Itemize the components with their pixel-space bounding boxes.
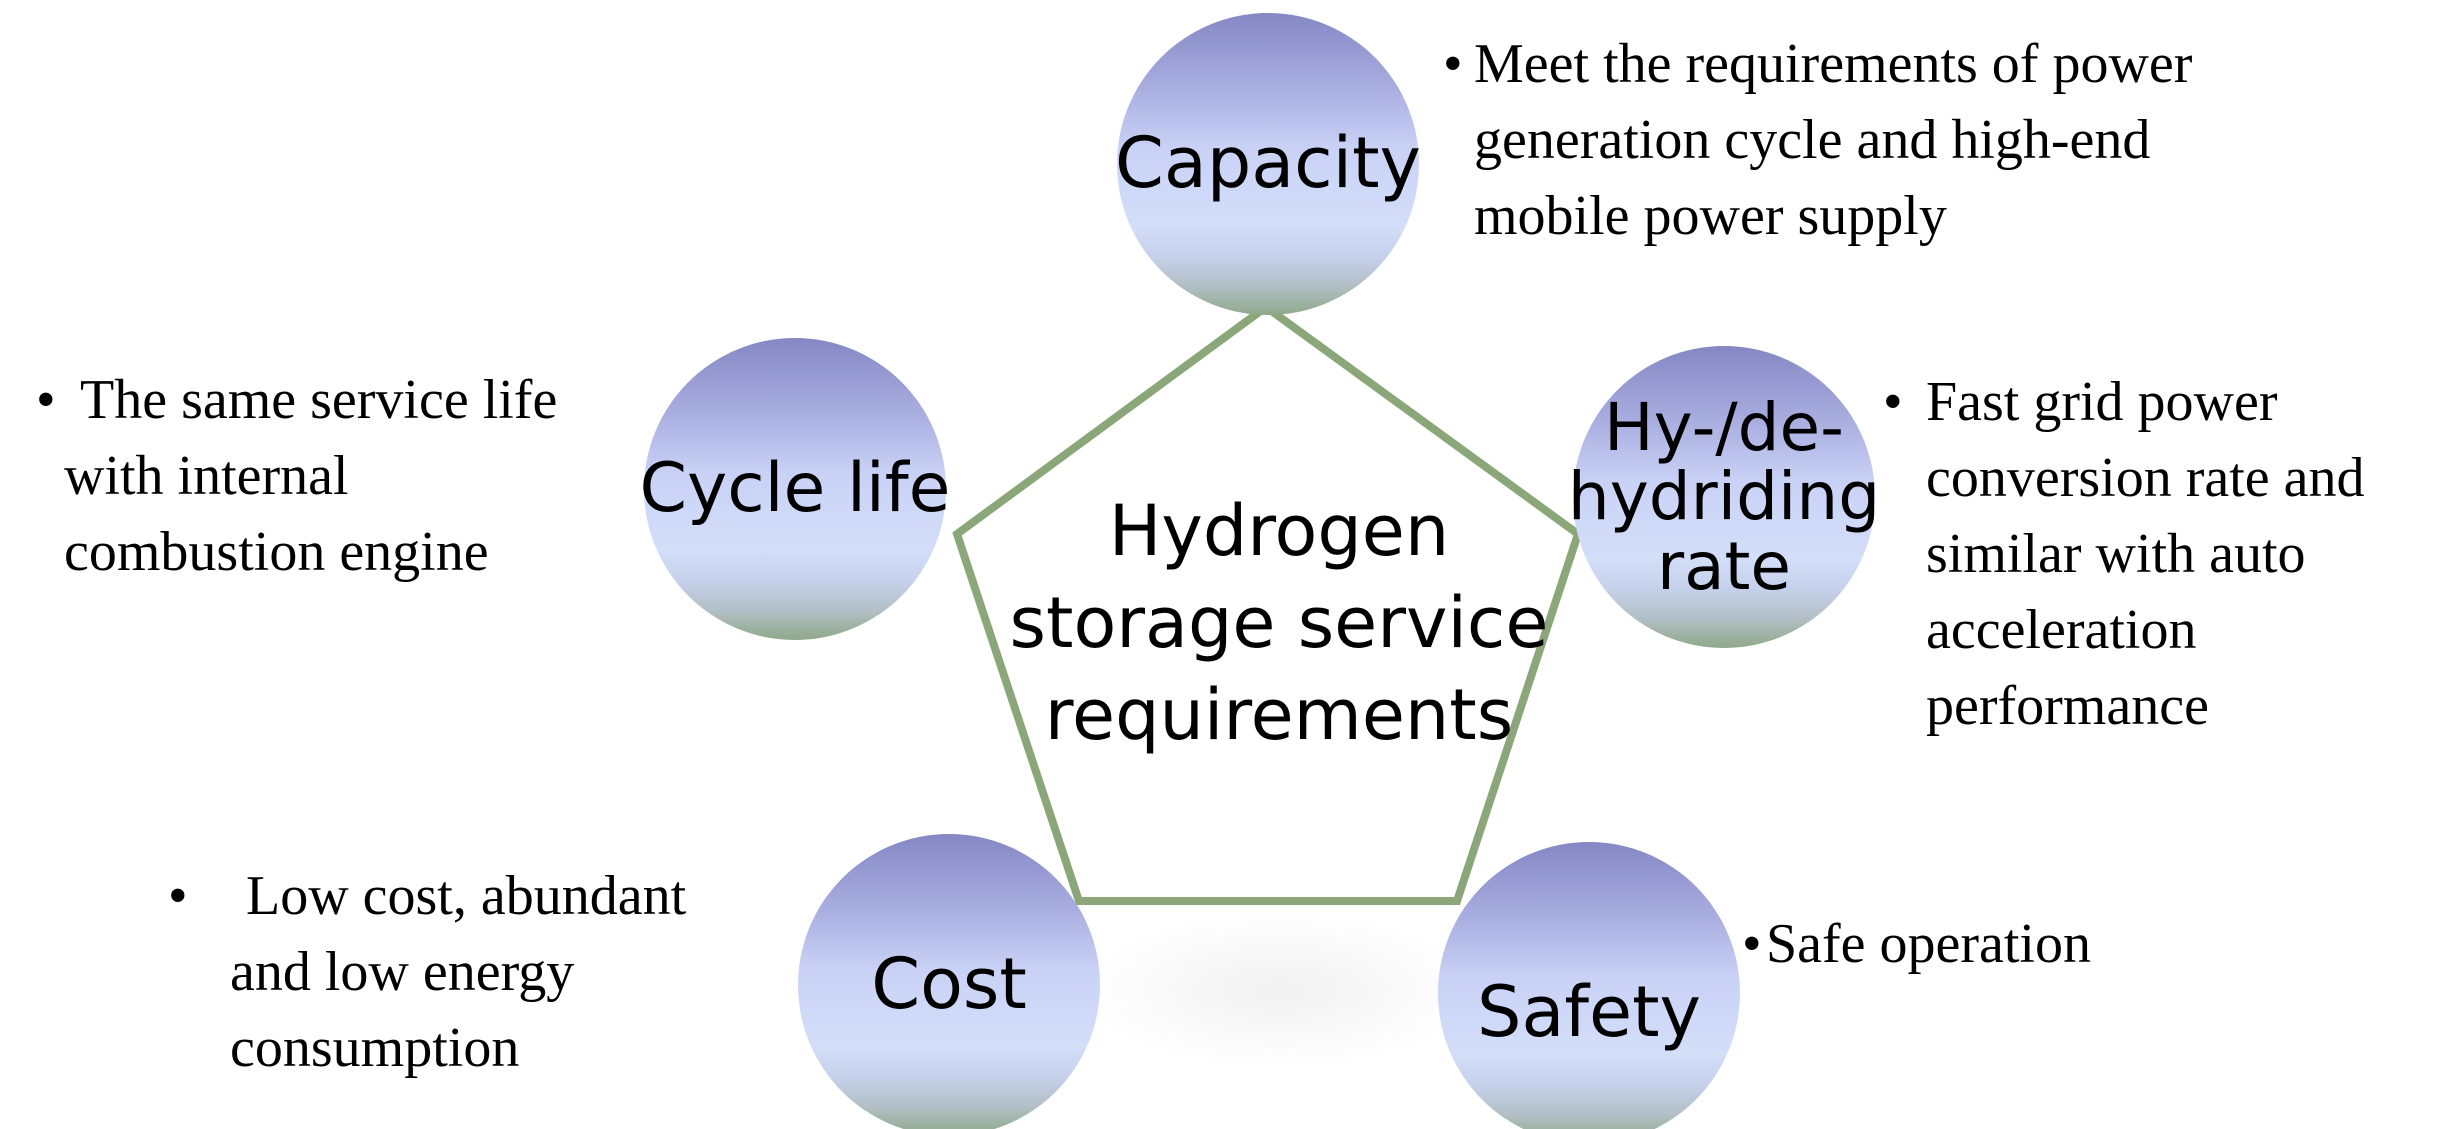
note-line: with internal (64, 445, 349, 507)
bullet-icon: • (1883, 371, 1903, 433)
node-capacity: Capacity (1115, 13, 1421, 315)
note-line: Low cost, abundant (246, 865, 687, 927)
node-cost-label: Cost (871, 943, 1027, 1026)
node-safety-label: Safety (1477, 971, 1701, 1054)
note-line: Meet the requirements of power (1474, 33, 2193, 95)
node-cost: Cost (798, 834, 1100, 1129)
note-line: Safe operation (1766, 913, 2091, 975)
note-line: similar with auto (1926, 523, 2306, 585)
note-line: Fast grid power (1926, 371, 2278, 433)
note-safety: Safe operation (1766, 906, 2091, 982)
note-capacity: Meet the requirements of power generatio… (1474, 26, 2192, 254)
bullet-icon: • (36, 369, 56, 431)
note-line: consumption (230, 1017, 520, 1079)
node-rate: Hy-/de- hydriding rate (1568, 346, 1880, 648)
note-line: combustion engine (64, 521, 489, 583)
bullet-icon: • (168, 865, 188, 927)
note-line: and low energy (230, 941, 575, 1003)
note-line: mobile power supply (1474, 185, 1947, 247)
node-rate-label-3: rate (1656, 527, 1792, 605)
bullet-icon: • (1443, 33, 1463, 95)
bullet-icon: • (1742, 913, 1762, 975)
note-line: generation cycle and high-end (1474, 109, 2151, 171)
node-capacity-label: Capacity (1115, 122, 1421, 205)
note-line: performance (1926, 675, 2209, 737)
node-rate-label-2: hydriding (1567, 458, 1881, 536)
note-cost: Low cost, abundant and low energy consum… (230, 858, 686, 1086)
note-line: acceleration (1926, 599, 2197, 661)
node-safety: Safety (1438, 842, 1740, 1129)
pentagon-outline (952, 302, 1583, 905)
center-line-2: storage service (1009, 582, 1549, 664)
note-line: conversion rate and (1926, 447, 2365, 509)
note-cycle-life: The same service life with internal comb… (64, 362, 557, 590)
center-line-1: Hydrogen (1108, 490, 1450, 572)
pentagon-reflection (1080, 910, 1480, 1070)
node-cycle-life-label: Cycle life (639, 449, 951, 529)
center-line-3: requirements (1044, 674, 1514, 756)
note-rate: Fast grid power conversion rate and simi… (1926, 364, 2364, 744)
note-line: The same service life (80, 369, 558, 431)
node-cycle-life: Cycle life (640, 338, 951, 640)
center-title: Hydrogen storage service requirements (979, 485, 1579, 761)
node-rate-label-1: Hy-/de- (1604, 389, 1844, 467)
